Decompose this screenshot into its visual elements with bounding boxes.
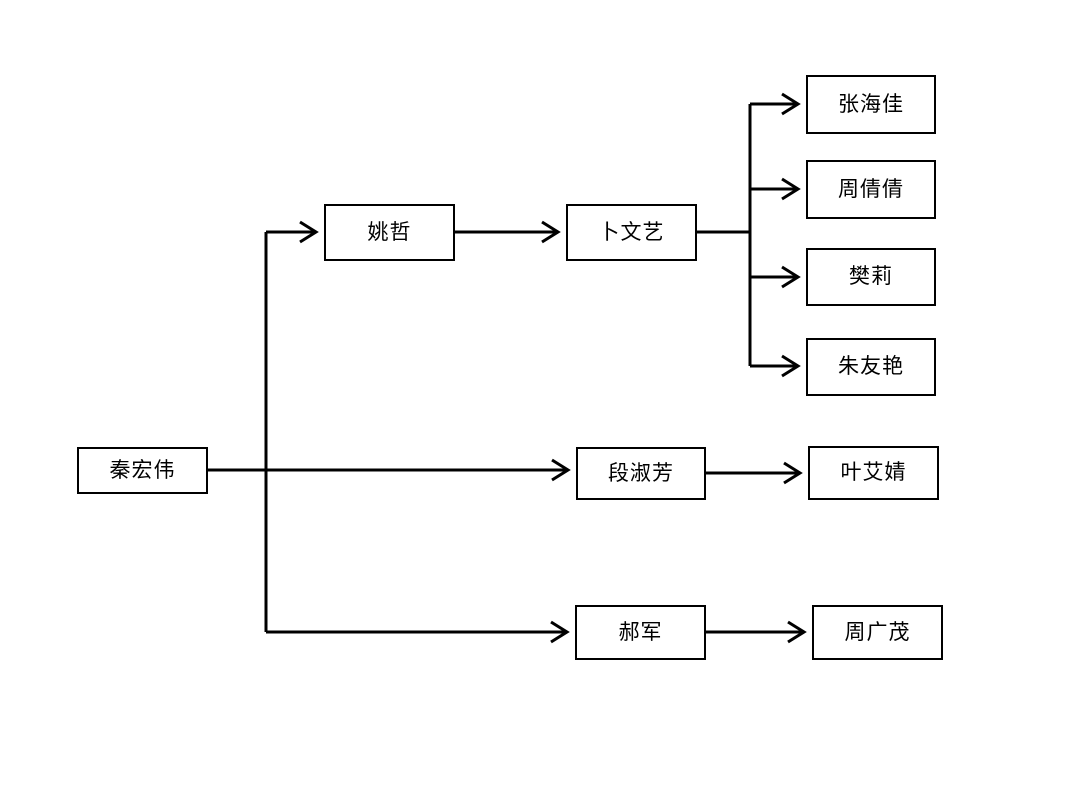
node-label: 朱友艳 — [838, 354, 904, 378]
arrowhead-to-yaozhe — [299, 220, 319, 244]
node-yeaijing[interactable]: 叶艾婧 — [808, 446, 939, 500]
node-duanshufang[interactable]: 段淑芳 — [576, 447, 706, 500]
node-label: 段淑芳 — [608, 460, 674, 485]
arrowhead-to-yeaijing — [783, 461, 803, 485]
node-label: 周倩倩 — [838, 176, 904, 201]
arrowhead-to-zhouqianqian — [781, 177, 801, 201]
node-zhouguangmao[interactable]: 周广茂 — [812, 605, 943, 660]
node-label: 樊莉 — [849, 264, 893, 288]
node-label: 郝军 — [618, 619, 663, 644]
node-yaozhe[interactable]: 姚哲 — [324, 204, 455, 261]
arrowhead-to-zhuyouyan — [781, 354, 801, 378]
arrowhead-to-zhanghaijia — [781, 92, 801, 116]
arrowhead-to-buwenyi — [541, 220, 561, 244]
node-zhanghaijia[interactable]: 张海佳 — [806, 75, 936, 134]
node-qinhongwei[interactable]: 秦宏伟 — [77, 447, 208, 494]
node-zhouqianqian[interactable]: 周倩倩 — [806, 160, 936, 219]
node-label: 张海佳 — [838, 91, 904, 116]
arrowhead-to-zhouguangmao — [787, 620, 807, 644]
node-label: 秦宏伟 — [109, 457, 176, 482]
arrowhead-to-haojun — [550, 620, 570, 644]
node-label: 卜文艺 — [598, 219, 665, 244]
node-label: 叶艾婧 — [840, 460, 907, 484]
arrowhead-to-duanshufang — [551, 458, 571, 482]
arrowhead-to-fanli — [781, 265, 801, 289]
node-label: 周广茂 — [844, 619, 911, 644]
node-zhuyouyan[interactable]: 朱友艳 — [806, 338, 936, 396]
node-fanli[interactable]: 樊莉 — [806, 248, 936, 306]
node-buwenyi[interactable]: 卜文艺 — [566, 204, 697, 261]
node-haojun[interactable]: 郝军 — [575, 605, 706, 660]
node-label: 姚哲 — [367, 219, 412, 244]
